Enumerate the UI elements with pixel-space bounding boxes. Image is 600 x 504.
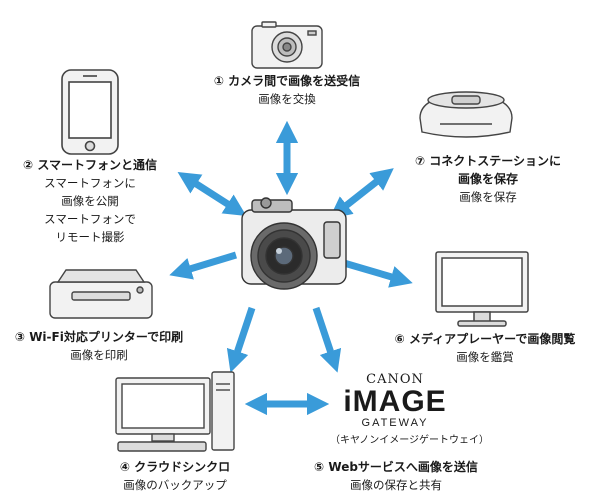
node-desc: 画像を鑑賞 — [456, 350, 514, 364]
arrow-media-player — [343, 259, 413, 288]
monitor-icon — [435, 251, 529, 327]
logo-mark: iMAGE — [343, 385, 447, 418]
arrow-connect-station — [329, 168, 394, 219]
node-title: ① カメラ間で画像を送受信 — [213, 74, 361, 88]
node-connect-station: ⑦ コネクトステーションに 画像を保存 画像を保存 — [388, 152, 588, 206]
logo-kana: （キヤノンイメージゲートウェイ） — [330, 435, 489, 446]
connect-station-icon — [419, 91, 513, 138]
node-title: ⑤ Webサービスへ画像を送信 — [314, 460, 478, 474]
logo-gateway: GATEWAY — [361, 417, 429, 429]
node-title: ④ クラウドシンクロ — [119, 460, 231, 474]
arrow-printer — [169, 251, 238, 280]
node-desc: スマートフォンに — [44, 176, 136, 190]
node-desc: 画像を公開 — [61, 194, 119, 208]
node-title: ⑥ メディアプレーヤーで画像閲覧 — [394, 332, 576, 346]
node-title-line2: 画像を保存 — [457, 172, 518, 186]
arrow-web-service — [312, 306, 342, 373]
node-cloud-sync: ④ クラウドシンクロ 画像のバックアップ — [80, 458, 270, 494]
canon-image-gateway-logo: CANON iMAGE GATEWAY （キヤノンイメージゲートウェイ） — [330, 372, 489, 446]
arrows-group — [169, 120, 413, 416]
node-desc: リモート撮影 — [55, 230, 125, 244]
node-desc: スマートフォンで — [44, 212, 136, 226]
node-title: ② スマートフォンと通信 — [23, 158, 157, 172]
node-printer: ③ Wi-Fi対応プリンターで印刷 画像を印刷 — [0, 328, 198, 364]
node-desc: 画像を交換 — [258, 92, 316, 106]
arrow-smartphone — [177, 171, 247, 217]
node-web-service: ⑤ Webサービスへ画像を送信 画像の保存と共有 — [296, 458, 496, 494]
node-camera-to-camera: ① カメラ間で画像を送受信 画像を交換 — [190, 72, 384, 108]
arrow-cloud-sync — [226, 306, 256, 373]
desktop-pc-icon — [115, 371, 235, 452]
node-media-player: ⑥ メディアプレーヤーで画像閲覧 画像を鑑賞 — [374, 330, 596, 366]
node-smartphone: ② スマートフォンと通信 スマートフォンに 画像を公開 スマートフォンで リモー… — [0, 156, 180, 246]
node-desc: 画像を印刷 — [70, 348, 128, 362]
smartphone-icon — [61, 69, 119, 155]
node-title: ③ Wi-Fi対応プリンターで印刷 — [14, 330, 184, 344]
main-camera-icon — [241, 197, 347, 290]
node-desc: 画像のバックアップ — [123, 478, 227, 492]
logo-brand: CANON — [366, 372, 424, 387]
printer-icon — [49, 269, 153, 319]
node-desc: 画像を保存 — [459, 190, 517, 204]
compact-camera-icon — [251, 21, 323, 69]
node-title: ⑦ コネクトステーションに — [414, 154, 562, 168]
node-desc: 画像の保存と共有 — [350, 478, 442, 492]
